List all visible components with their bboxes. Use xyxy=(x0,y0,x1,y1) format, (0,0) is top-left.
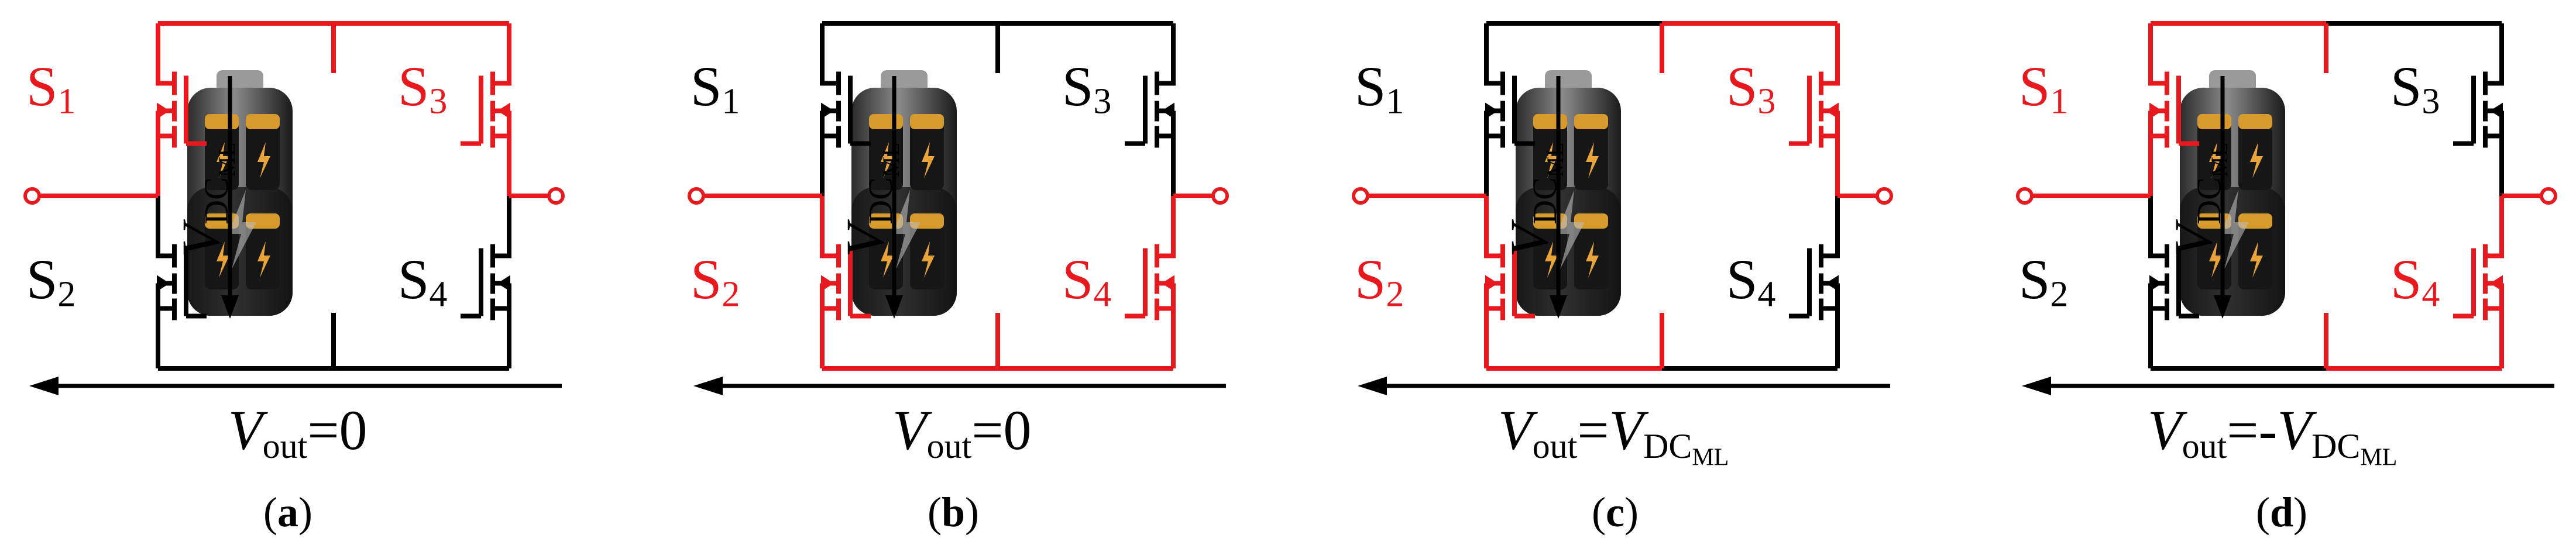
switch-s2-icon xyxy=(820,196,871,368)
switch-s1-icon xyxy=(2148,23,2199,196)
lightning-icon xyxy=(1557,190,1585,269)
circuit-d xyxy=(2016,21,2557,395)
vout-label: Vout=VDCML xyxy=(1498,399,1729,471)
caption-a: (a) xyxy=(263,489,312,536)
vdc-arrowhead xyxy=(221,295,239,319)
vout-arrowhead xyxy=(1358,377,1387,395)
switch-label-s2: S2 xyxy=(1355,248,1404,315)
switch-label-s1: S1 xyxy=(1355,55,1404,122)
switch-s3-icon xyxy=(461,23,511,196)
switch-s1-icon xyxy=(1484,23,1535,196)
switch-label-s3: S3 xyxy=(398,55,448,122)
switch-s4-icon xyxy=(1789,196,1840,368)
switch-s4-icon xyxy=(2453,196,2504,368)
vdc-arrowhead xyxy=(1550,295,1567,319)
vout-label: Vout=0 xyxy=(228,399,367,465)
switch-label-s3: S3 xyxy=(1062,55,1112,122)
switch-label-s1: S1 xyxy=(691,55,740,122)
right-terminal xyxy=(1211,187,1229,205)
caption-b: (b) xyxy=(928,489,980,536)
panel-d: S1 S2 S3 S4 VDCML Vout=-VDCML (d) xyxy=(1993,0,2576,549)
switch-s4-icon xyxy=(1125,196,1176,368)
switch-label-s4: S4 xyxy=(2390,248,2440,315)
switch-s2-icon xyxy=(156,196,207,368)
circuit-a xyxy=(23,21,565,395)
switch-label-s2: S2 xyxy=(2019,248,2069,315)
right-terminal xyxy=(1876,187,1893,205)
vdc-label: VDCML xyxy=(835,142,904,257)
lightning-icon xyxy=(228,190,256,269)
left-terminal xyxy=(688,187,705,205)
switch-s3-icon xyxy=(1789,23,1840,196)
caption-c: (c) xyxy=(1592,489,1639,536)
lightning-icon xyxy=(2221,190,2249,269)
battery-cell-icon xyxy=(246,114,280,190)
vdc-arrowhead xyxy=(885,295,903,319)
circuit-b xyxy=(688,21,1229,395)
panel-a: S1 S2 S3 S4 VDCML Vout=0 (a) xyxy=(0,0,644,549)
switch-label-s4: S4 xyxy=(1726,248,1776,315)
vout-label: Vout=-VDCML xyxy=(2148,399,2398,471)
switch-s1-icon xyxy=(156,23,207,196)
vout-arrowhead xyxy=(693,377,723,395)
vdc-label: VDCML xyxy=(171,142,240,257)
switch-s2-icon xyxy=(1484,196,1535,368)
switch-label-s1: S1 xyxy=(2019,55,2069,122)
right-terminal xyxy=(547,187,565,205)
switch-s4-icon xyxy=(461,196,511,368)
switch-label-s3: S3 xyxy=(2390,55,2440,122)
circuit-c xyxy=(1352,21,1893,395)
left-terminal xyxy=(23,187,41,205)
switch-label-s2: S2 xyxy=(691,248,740,315)
switch-label-s4: S4 xyxy=(1062,248,1112,315)
battery-cell-icon xyxy=(1574,213,1608,289)
battery-cell-icon xyxy=(910,114,944,190)
vdc-label: VDCML xyxy=(1499,142,1568,257)
left-terminal xyxy=(2016,187,2034,205)
switch-label-s1: S1 xyxy=(26,55,76,122)
switch-s2-icon xyxy=(2148,196,2199,368)
vdc-arrowhead xyxy=(2214,295,2231,319)
switch-label-s3: S3 xyxy=(1726,55,1776,122)
switch-label-s4: S4 xyxy=(398,248,448,315)
caption-d: (d) xyxy=(2256,489,2308,536)
switch-s1-icon xyxy=(820,23,871,196)
switch-s3-icon xyxy=(2453,23,2504,196)
switch-label-s2: S2 xyxy=(26,248,76,315)
left-terminal xyxy=(1352,187,1369,205)
switch-s3-icon xyxy=(1125,23,1176,196)
battery-cell-icon xyxy=(2238,114,2272,190)
panel-b: S1 S2 S3 S4 VDCML Vout=0 (b) xyxy=(664,0,1308,549)
vout-arrowhead xyxy=(29,377,59,395)
panel-c: S1 S2 S3 S4 VDCML Vout=VDCML (c) xyxy=(1328,0,1972,549)
lightning-icon xyxy=(892,190,921,269)
vdc-label: VDCML xyxy=(2163,142,2232,257)
right-terminal xyxy=(2540,187,2557,205)
vout-label: Vout=0 xyxy=(892,399,1032,465)
vout-arrowhead xyxy=(2022,377,2051,395)
battery-cell-icon xyxy=(1574,114,1608,190)
